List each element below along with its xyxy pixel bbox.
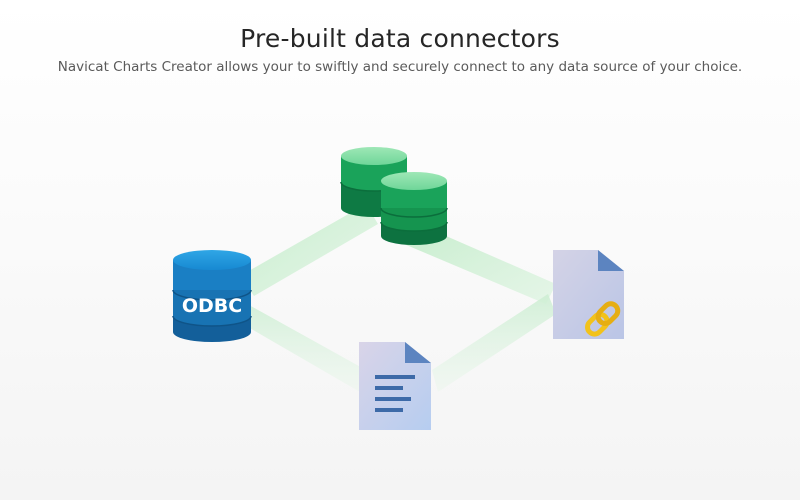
- connector-lines: [236, 204, 556, 392]
- document-icon: [359, 342, 431, 430]
- odbc-label: ODBC: [182, 295, 242, 317]
- chain-link-icon: [585, 301, 621, 337]
- linked-file-icon: [553, 250, 624, 339]
- connector-band-left-bottom: [236, 300, 366, 392]
- connector-band-left-top: [240, 204, 378, 296]
- connector-band-right-top: [404, 222, 556, 304]
- database-stack-icon: [340, 147, 448, 245]
- odbc-database-icon: ODBC: [172, 250, 252, 342]
- database-front-icon: [380, 172, 448, 245]
- page-title: Pre-built data connectors: [240, 24, 560, 53]
- connector-band-right-bottom: [432, 294, 556, 392]
- page-subtitle: Navicat Charts Creator allows your to sw…: [57, 59, 743, 75]
